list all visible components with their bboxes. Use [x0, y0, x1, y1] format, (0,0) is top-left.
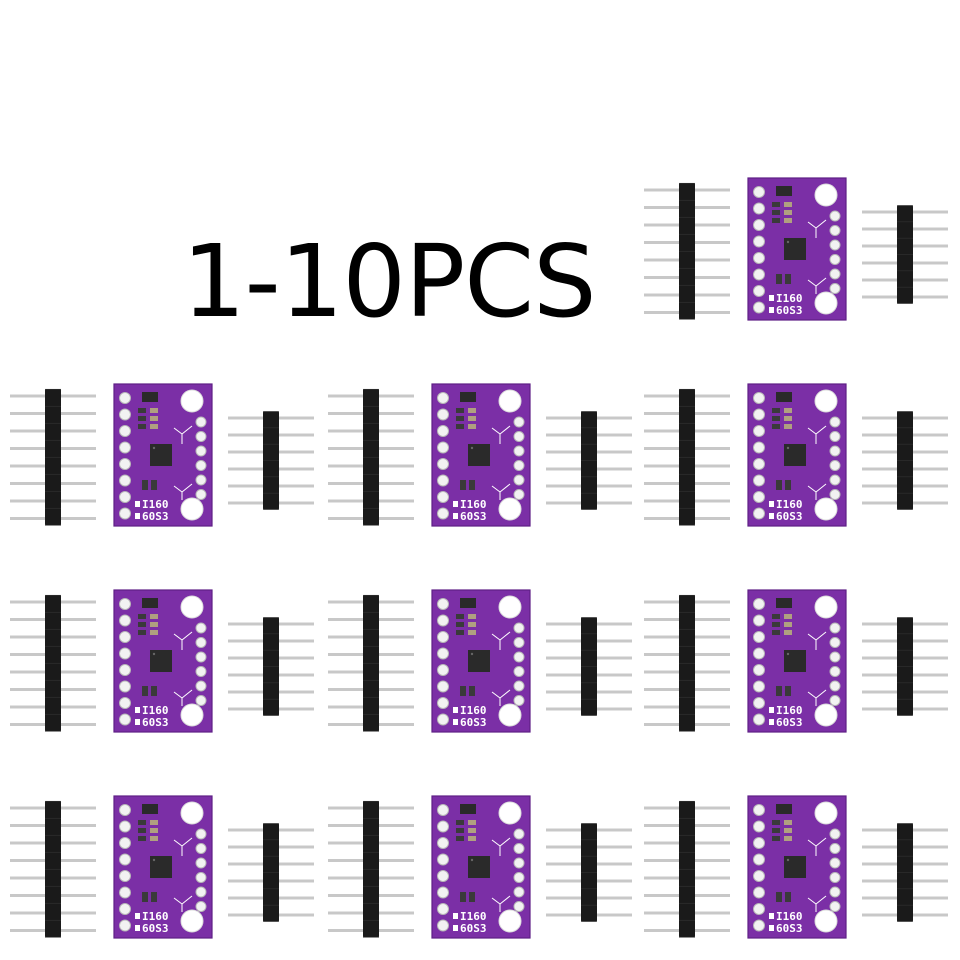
short-pin-header [546, 411, 632, 510]
long-pin-header [328, 594, 414, 732]
board-label-line2: 60S3 [776, 510, 803, 523]
long-pin-header [10, 388, 96, 526]
short-pin-header [862, 205, 948, 304]
long-pin-header [328, 800, 414, 938]
long-pin-header [328, 388, 414, 526]
short-pin-header [228, 823, 314, 922]
short-pin-header [546, 823, 632, 922]
board-label-line2: 60S3 [142, 510, 169, 523]
board-label-line1: I160 [776, 292, 803, 305]
long-pin-header [10, 800, 96, 938]
short-pin-header [862, 617, 948, 716]
board-label-line1: I160 [776, 498, 803, 511]
board-label-line1: I160 [460, 910, 487, 923]
short-pin-header [228, 617, 314, 716]
board-label-line2: 60S3 [460, 510, 487, 523]
board-label-line1: I160 [142, 498, 169, 511]
board-label-line2: 60S3 [776, 922, 803, 935]
long-pin-header [644, 388, 730, 526]
board-label-line1: I160 [460, 704, 487, 717]
board-label-line2: 60S3 [460, 716, 487, 729]
long-pin-header [644, 594, 730, 732]
board-label-line2: 60S3 [776, 304, 803, 317]
board-label-line1: I160 [776, 704, 803, 717]
board-label-line1: I160 [460, 498, 487, 511]
quantity-title: 1-10PCS [182, 223, 597, 340]
long-pin-header [10, 594, 96, 732]
short-pin-header [862, 823, 948, 922]
board-label-line1: I160 [142, 910, 169, 923]
board-label-line2: 60S3 [142, 922, 169, 935]
board-label-line2: 60S3 [776, 716, 803, 729]
short-pin-header [228, 411, 314, 510]
short-pin-header [546, 617, 632, 716]
long-pin-header [644, 800, 730, 938]
board-label-line1: I160 [776, 910, 803, 923]
board-label-line1: I160 [142, 704, 169, 717]
board-label-line2: 60S3 [142, 716, 169, 729]
long-pin-header [644, 182, 730, 320]
short-pin-header [862, 411, 948, 510]
board-label-line2: 60S3 [460, 922, 487, 935]
